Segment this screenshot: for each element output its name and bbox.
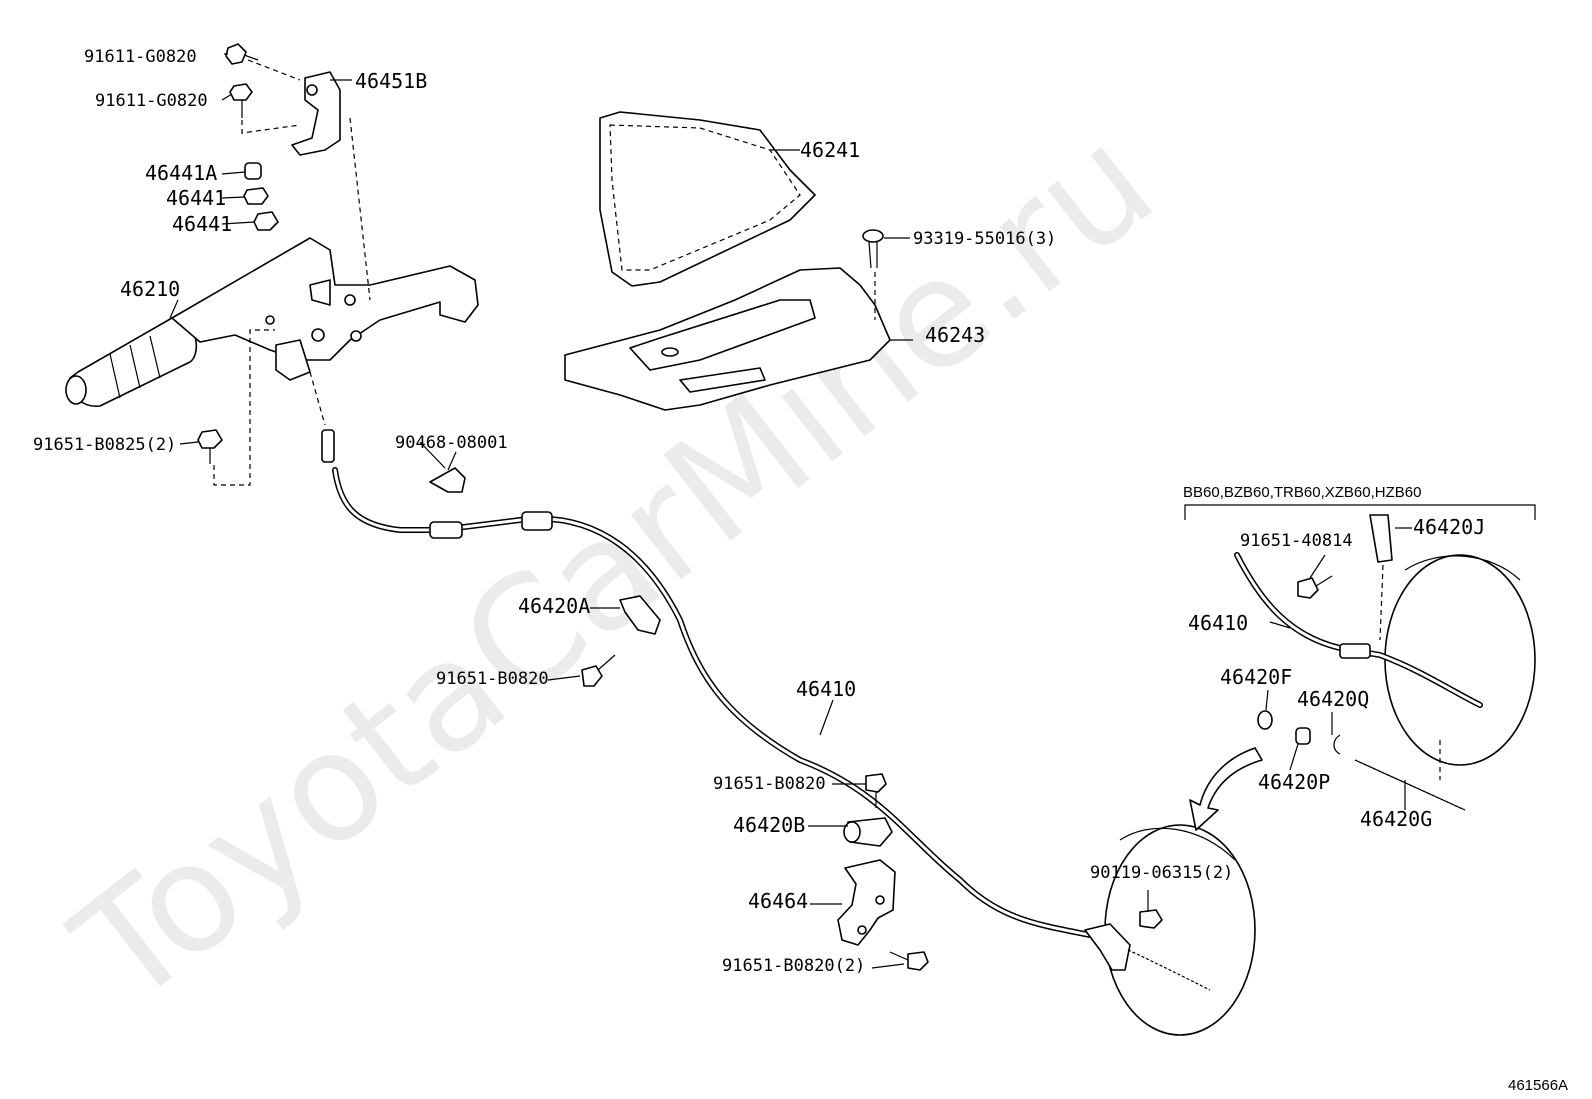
nut-46441-b bbox=[253, 211, 279, 231]
bolt-91651-40814 bbox=[1297, 575, 1333, 599]
part-46420P bbox=[1295, 727, 1311, 745]
figure-id: 461566A bbox=[1508, 1077, 1568, 1094]
label-46441A: 46441A bbox=[145, 161, 217, 185]
label-93319-55016: 93319-55016(3) bbox=[913, 229, 1056, 249]
label-91651-b0825: 91651-B0825(2) bbox=[33, 435, 176, 455]
nut-46441A bbox=[244, 162, 262, 180]
cable-46410-detail bbox=[1234, 552, 1483, 708]
variant-note: BB60,BZB60,TRB60,XZB60,HZB60 bbox=[1183, 484, 1421, 501]
bracket-46420A bbox=[619, 595, 661, 635]
clip-46420B bbox=[843, 817, 893, 847]
nut-46441-a bbox=[243, 187, 269, 205]
label-46243: 46243 bbox=[925, 323, 985, 347]
label-46420F: 46420F bbox=[1220, 665, 1292, 689]
connector-lines-lever bbox=[213, 59, 371, 486]
clip-46420Q bbox=[1333, 734, 1341, 755]
label-46420G: 46420G bbox=[1360, 807, 1432, 831]
bracket-46464 bbox=[837, 859, 896, 946]
spring-46420G bbox=[1354, 740, 1466, 811]
label-46410-main: 46410 bbox=[796, 677, 856, 701]
label-91611-g0820-a: 91611-G0820 bbox=[84, 47, 197, 67]
clip-90468 bbox=[429, 451, 466, 493]
part-labels: 91611-G0820 91611-G0820 46451B 46441A 46… bbox=[33, 47, 1485, 976]
cable-46410-main bbox=[321, 429, 1093, 938]
drum-detail bbox=[1384, 554, 1536, 766]
label-46210: 46210 bbox=[120, 277, 180, 301]
variant-bracket-line bbox=[1184, 504, 1536, 520]
part-46420F bbox=[1257, 710, 1273, 730]
label-91651-b0820-b: 91651-B0820 bbox=[713, 774, 826, 794]
drum-lower bbox=[1084, 824, 1256, 1036]
label-46410-detail: 46410 bbox=[1188, 611, 1248, 635]
bolt-91611-a bbox=[225, 43, 259, 65]
label-46441-b: 46441 bbox=[172, 212, 232, 236]
label-91651-40814: 91651-40814 bbox=[1240, 531, 1353, 551]
leader-lines bbox=[169, 53, 1412, 969]
bolt-91651-b0820-a bbox=[581, 654, 616, 687]
bracket-46420J bbox=[1369, 514, 1393, 641]
label-46420Q: 46420Q bbox=[1297, 687, 1369, 711]
parking-brake-lever bbox=[65, 237, 479, 407]
label-46441-a: 46441 bbox=[166, 186, 226, 210]
label-90468-08001: 90468-08001 bbox=[395, 433, 508, 453]
label-90119-06315: 90119-06315(2) bbox=[1090, 863, 1233, 883]
bolt-91651-b0820-2 bbox=[889, 951, 929, 971]
label-46420J: 46420J bbox=[1413, 515, 1485, 539]
label-91651-b0820-2: 91651-B0820(2) bbox=[722, 956, 865, 976]
label-46464: 46464 bbox=[748, 889, 808, 913]
label-46420A: 46420A bbox=[518, 594, 590, 618]
direction-arrow bbox=[1189, 747, 1263, 831]
label-91611-g0820-b: 91611-G0820 bbox=[95, 91, 208, 111]
console-46243 bbox=[564, 267, 891, 411]
boot-46241 bbox=[599, 111, 816, 287]
label-46241: 46241 bbox=[800, 138, 860, 162]
label-46420P: 46420P bbox=[1258, 770, 1330, 794]
bolt-91651-b0825 bbox=[197, 429, 223, 464]
bolt-91611-b bbox=[229, 83, 253, 118]
label-91651-b0820-a: 91651-B0820 bbox=[436, 669, 549, 689]
label-46451B: 46451B bbox=[355, 69, 427, 93]
bracket-46451B bbox=[291, 71, 341, 156]
label-46420B: 46420B bbox=[733, 813, 805, 837]
bolt-91651-b0820-b bbox=[865, 773, 887, 808]
screw-93319 bbox=[862, 229, 884, 320]
